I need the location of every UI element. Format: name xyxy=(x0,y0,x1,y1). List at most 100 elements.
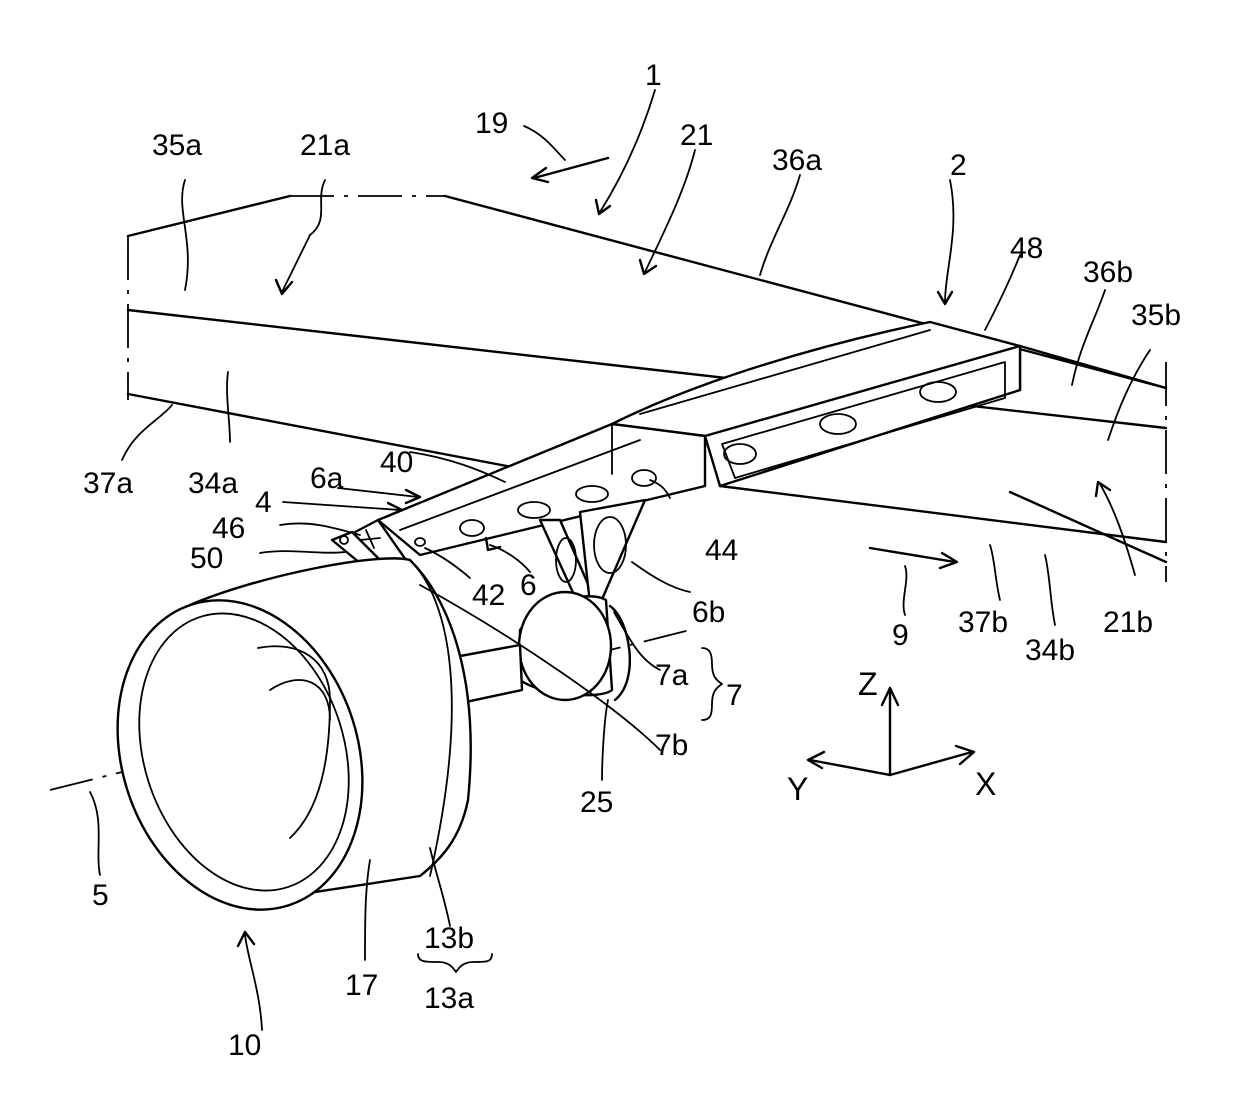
label-6: 6 xyxy=(520,569,537,602)
arrowhead-6a xyxy=(404,488,422,505)
engine xyxy=(49,557,691,911)
leader-46 xyxy=(279,522,361,536)
leader-4 xyxy=(282,501,401,511)
leader-10 xyxy=(244,934,263,1031)
pylon-arm-top-edge xyxy=(399,439,641,531)
arrowhead-1 xyxy=(594,198,612,216)
label-25: 25 xyxy=(580,786,613,819)
leader-21 xyxy=(644,149,696,273)
leader-19 xyxy=(523,125,566,161)
pylon-upper-fairing xyxy=(610,320,1022,438)
arrowhead-21 xyxy=(638,258,658,276)
label-44: 44 xyxy=(705,534,738,567)
leader-6a xyxy=(337,487,419,498)
label-34a: 34a xyxy=(188,467,238,500)
arrowhead-19 xyxy=(530,166,550,184)
leader-9 xyxy=(902,565,908,616)
leader-34a xyxy=(226,371,231,443)
arrowhead-21b xyxy=(1094,480,1112,498)
label-21: 21 xyxy=(680,119,713,152)
pylon-arm-hole xyxy=(575,485,609,503)
leader-37a xyxy=(121,404,173,461)
x-axis-arrowhead xyxy=(954,744,976,766)
leader-25 xyxy=(601,699,609,781)
leader-13b xyxy=(429,847,451,927)
leader-1 xyxy=(599,89,656,213)
label-7: 7 xyxy=(726,679,743,712)
label-36a: 36a xyxy=(772,144,822,177)
pylon-hole xyxy=(723,443,757,465)
wing-upper-edge-36 xyxy=(443,194,1168,390)
leader-21a-a xyxy=(309,179,326,236)
label-35b: 35b xyxy=(1131,299,1181,332)
label-7a: 7a xyxy=(655,659,689,692)
pylon-arm-hole xyxy=(631,469,657,487)
brace-13 xyxy=(417,953,493,973)
front-fitting-cross xyxy=(359,537,381,541)
leader-42 xyxy=(424,547,471,579)
pylon-box-inner-panel xyxy=(721,361,1006,479)
label-21a: 21a xyxy=(300,129,350,162)
label-1: 1 xyxy=(645,59,662,92)
engine-spinner xyxy=(269,679,331,721)
rear-fitting-hole xyxy=(555,537,577,583)
y-axis-arrow xyxy=(808,758,892,777)
x-axis-label: X xyxy=(975,766,996,802)
label-48: 48 xyxy=(1010,232,1043,265)
wing-leading-edge-35 xyxy=(126,308,1168,430)
label-10: 10 xyxy=(228,1029,261,1062)
label-35a: 35a xyxy=(152,129,202,162)
y-axis-label: Y xyxy=(787,771,808,807)
pylon-arm-body xyxy=(376,422,707,557)
leader-2 xyxy=(944,179,955,303)
engine-rear-rim xyxy=(608,604,631,702)
z-axis-label: Z xyxy=(858,666,878,702)
leader-21a xyxy=(281,234,311,293)
leader-44 xyxy=(649,479,671,499)
leader-40 xyxy=(409,451,506,483)
z-axis-arrowhead xyxy=(880,686,900,707)
leader-35b xyxy=(1107,349,1151,441)
label-6b: 6b xyxy=(692,596,725,629)
label-42: 42 xyxy=(472,579,505,612)
arrowhead-4 xyxy=(386,501,404,518)
brace-7 xyxy=(701,647,723,721)
leader-6b xyxy=(631,561,691,593)
label-2: 2 xyxy=(950,149,967,182)
leader-34b xyxy=(1044,554,1056,626)
leader-7a xyxy=(613,611,661,671)
wing-upper-edge-left xyxy=(126,194,292,238)
arrowhead-21a xyxy=(274,278,294,296)
rear-fitting-hole xyxy=(593,516,627,574)
label-46: 46 xyxy=(212,512,245,545)
pylon-arm-pin xyxy=(414,537,426,547)
arrowhead-2 xyxy=(936,290,954,306)
label-37b: 37b xyxy=(958,606,1008,639)
wing-lower-edge-37b xyxy=(718,484,1168,544)
coordinate-axes: Z X Y xyxy=(787,666,996,807)
y-axis-arrowhead xyxy=(806,750,826,770)
engine-rear-disc xyxy=(517,590,613,702)
pylon-hole xyxy=(819,413,857,435)
arrow-19 xyxy=(532,156,610,180)
rear-fitting-right xyxy=(578,498,647,606)
nacelle-ring-line xyxy=(409,559,453,877)
leader-36b xyxy=(1071,289,1106,386)
label-40: 40 xyxy=(380,446,413,479)
arrowhead-10 xyxy=(236,930,256,948)
arrowhead-6 xyxy=(484,536,502,552)
engine-inlet-inner xyxy=(138,612,350,892)
pylon-hole xyxy=(919,381,957,403)
label-19: 19 xyxy=(475,107,508,140)
label-13a: 13a xyxy=(424,982,474,1015)
arrow-9 xyxy=(868,546,957,564)
leader-50 xyxy=(259,550,346,554)
leader-21b xyxy=(1099,483,1136,576)
wing-upper-edge-36b xyxy=(1018,344,1168,390)
leader-7b xyxy=(419,584,661,751)
leader-17 xyxy=(364,859,371,961)
label-13b: 13b xyxy=(424,922,474,955)
leader-37b xyxy=(989,544,1001,601)
label-9: 9 xyxy=(892,619,909,652)
